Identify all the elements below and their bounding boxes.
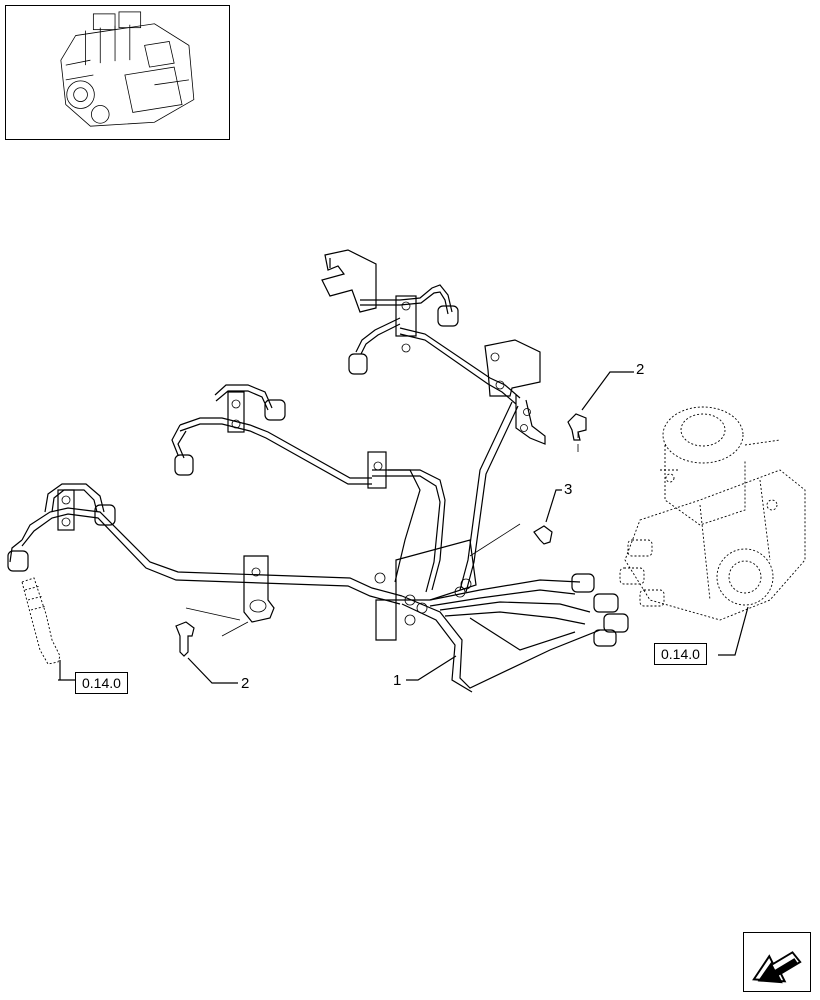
lower-pipe-assembly [7,483,403,637]
center-bracket [374,539,477,641]
leader-lines [58,371,749,684]
next-page-button[interactable] [743,932,811,992]
vertical-pipe [459,401,519,593]
bolt-2-top [567,413,587,452]
middle-pipe-assembly [171,384,446,593]
top-pipe-assembly [348,284,546,445]
ref-box-left[interactable]: 0.14.0 [75,672,128,694]
injection-pump [619,406,806,621]
bolt-3 [469,523,553,557]
callout-2-top: 2 [636,361,645,378]
engine-thumbnail-icon [60,11,195,127]
ref-box-right[interactable]: 0.14.0 [654,643,707,665]
callout-3: 3 [564,481,573,498]
callout-1: 1 [393,672,402,689]
top-bracket [321,249,377,313]
bolt-2-bottom [175,621,195,657]
next-page-arrow-icon [752,951,802,984]
engine-thumbnail [5,5,230,140]
pump-side-pipes [401,573,629,693]
injector [21,577,61,665]
callout-2-bottom: 2 [241,675,250,692]
